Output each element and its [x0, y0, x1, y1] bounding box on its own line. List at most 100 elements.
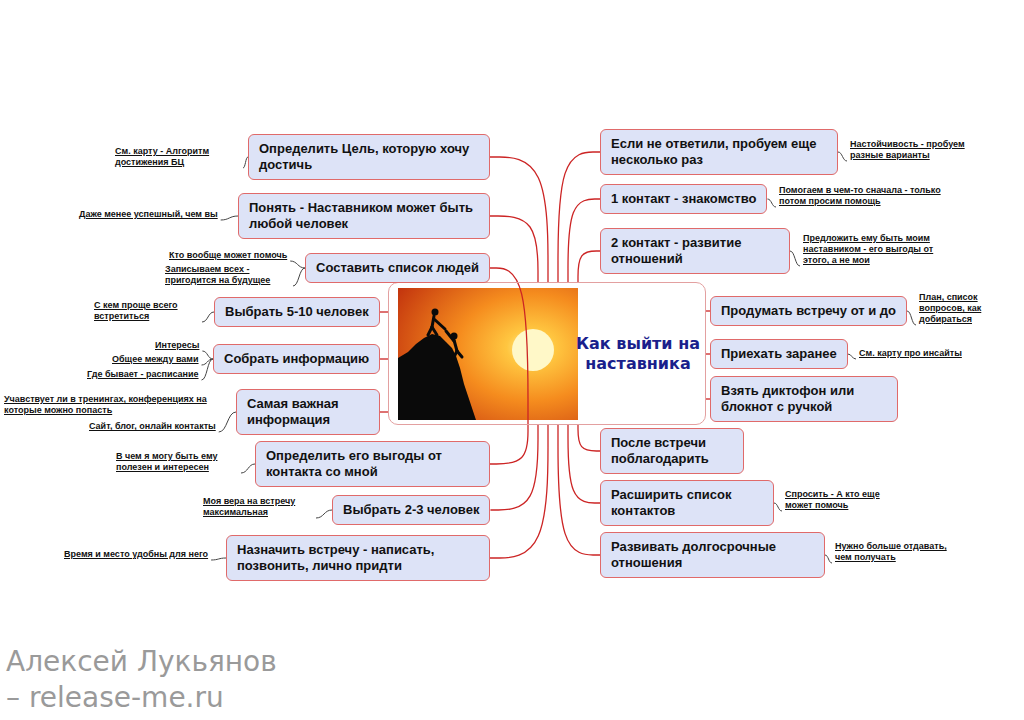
branch-line: [578, 251, 600, 282]
leader-line: [825, 555, 832, 563]
topic-text: Продумать встречу от и до: [721, 303, 896, 319]
branch-line: [558, 425, 600, 555]
topic-text: Самая важная информация: [247, 396, 369, 428]
leader-line: [202, 359, 213, 365]
central-topic: Как выйти на наставника: [388, 282, 706, 425]
leader-line: [774, 503, 782, 511]
leader-line: [221, 216, 238, 220]
topic-text: После встречи поблагодарить: [611, 435, 733, 467]
topic-text: Определить его выгоды от контакта со мно…: [266, 448, 479, 480]
branch-line: [490, 216, 538, 282]
branch-line: [490, 425, 538, 510]
topic-box: После встречи поблагодарить: [600, 428, 744, 474]
branch-line: [568, 199, 600, 282]
branch-line: [490, 157, 548, 282]
branch-note: Даже менее успешный, чем вы: [79, 209, 218, 220]
topic-box: 2 контакт - развитие отношений: [600, 228, 790, 274]
branch-note: Предложить ему быть моим наставником - е…: [803, 233, 938, 266]
leader-line: [202, 312, 214, 322]
branch-note: Помогаем в чем-то сначала - только потом…: [779, 185, 969, 207]
branch-note: Нужно больше отдавать, чем получать: [835, 541, 965, 563]
topic-text: Определить Цель, которую хочу достичь: [259, 141, 479, 173]
climber-head: [432, 309, 439, 316]
branch-line: [490, 425, 528, 464]
central-title: Как выйти на наставника: [575, 334, 701, 374]
topic-box: Определить Цель, которую хочу достичь: [248, 134, 490, 180]
branch-note: Учавствует ли в тренингах, конференциях …: [4, 394, 236, 416]
topic-text: Собрать информацию: [224, 351, 369, 367]
topic-text: 1 контакт - знакомство: [611, 191, 756, 207]
topic-box: 1 контакт - знакомство: [600, 184, 767, 214]
leader-line: [290, 261, 305, 268]
topic-text: Составить список людей: [316, 260, 479, 276]
sun: [512, 329, 554, 371]
branch-note: Общее между вами: [112, 354, 199, 365]
topic-text: Выбрать 2-3 человек: [343, 502, 479, 518]
topic-box: Приехать заранее: [710, 339, 848, 369]
branch-note: Кто вообще может помочь: [169, 250, 287, 261]
branch-line: [568, 425, 600, 503]
topic-box: Если не ответили, пробуем еще несколько …: [600, 129, 838, 175]
topic-box: Самая важная информация: [236, 389, 380, 435]
branch-note: В чем я могу быть ему полезен и интересе…: [116, 451, 238, 473]
topic-text: Если не ответили, пробуем еще несколько …: [611, 136, 827, 168]
topic-text: 2 контакт - развитие отношений: [611, 235, 779, 267]
leader-line: [202, 359, 213, 380]
topic-box: Продумать встречу от и до: [710, 296, 907, 326]
leader-line: [838, 152, 847, 161]
branch-note: Настойчивость - пробуем разные варианты: [850, 139, 985, 161]
topic-box: Определить его выгоды от контакта со мно…: [255, 441, 490, 487]
branch-note: Время и место удобны для него: [64, 549, 208, 560]
leader-line: [211, 558, 226, 560]
branch-note: См. карту про инсайты: [859, 348, 962, 359]
climber: [446, 331, 462, 359]
leader-line: [293, 268, 305, 286]
leader-line: [767, 199, 776, 207]
topic-box: Развивать долгосрочные отношения: [600, 532, 825, 578]
sky: [398, 288, 578, 420]
branch-note: Записываем всех - пригодится на будущее: [165, 264, 290, 286]
topic-box: Выбрать 5-10 человек: [214, 297, 380, 327]
topic-text: Взять диктофон или блокнот с ручкой: [721, 383, 887, 415]
branch-note: С кем проще всего встретиться: [94, 300, 199, 322]
topic-box: Собрать информацию: [213, 344, 380, 374]
topic-box: Составить список людей: [305, 253, 490, 283]
sunset-picture: [398, 288, 578, 420]
topic-text: Понять - Наставником может быть любой че…: [249, 200, 479, 232]
topic-box: Расширить список контактов: [600, 480, 774, 526]
topic-box: Назначить встречу - написать, позвонить,…: [226, 535, 490, 581]
cliff: [398, 334, 476, 420]
topic-text: Назначить встречу - написать, позвонить,…: [237, 542, 479, 574]
branch-note: Спросить - А кто еще может помочь: [785, 489, 897, 511]
watermark: – release-me.ru: [6, 682, 224, 714]
leader-line: [219, 412, 236, 432]
branch-line: [380, 311, 388, 312]
branch-note: Моя вера на встречу максимальная: [203, 496, 313, 518]
topic-text: Приехать заранее: [721, 346, 837, 362]
branch-note: Сайт, блог, онлайн контакты: [89, 421, 216, 432]
branch-note: План, список вопросов, как добираться: [919, 292, 997, 325]
topic-box: Взять диктофон или блокнот с ручкой: [710, 376, 898, 422]
branch-note: Где бывает - расписание: [87, 369, 199, 380]
central-text-area: Как выйти на наставника: [575, 283, 701, 424]
climber: [428, 316, 445, 335]
topic-text: Развивать долгосрочные отношения: [611, 539, 814, 571]
topic-box: Выбрать 2-3 человек: [332, 495, 490, 525]
branch-line: [490, 425, 548, 558]
climber-head: [451, 333, 458, 340]
branch-line: [558, 152, 600, 282]
topic-text: Расширить список контактов: [611, 487, 763, 519]
central-ground: [389, 283, 706, 425]
topic-box: Понять - Наставником может быть любой че…: [238, 193, 490, 239]
branch-line: [578, 425, 600, 451]
watermark: Алексей Лукьянов: [6, 646, 277, 678]
leader-line: [848, 354, 856, 359]
leader-line: [241, 464, 255, 473]
topic-text: Выбрать 5-10 человек: [225, 304, 369, 320]
branch-line: [490, 268, 528, 425]
leader-line: [202, 351, 213, 359]
leader-line: [790, 251, 800, 266]
branch-note: См. карту - Алгоритм достижения БЦ: [115, 146, 240, 168]
leader-line: [907, 311, 916, 325]
